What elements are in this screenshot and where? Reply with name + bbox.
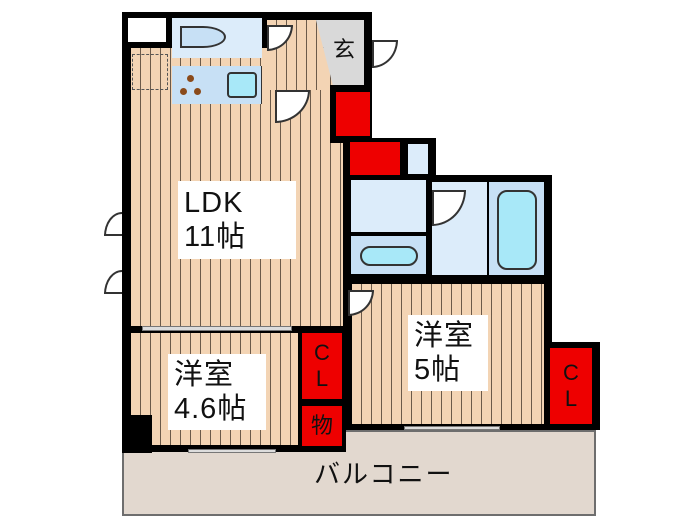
washroom-corner bbox=[408, 144, 428, 174]
entrance-label: 玄 bbox=[333, 37, 356, 62]
closet-1-line2: L bbox=[315, 366, 329, 391]
stove-burner-icon bbox=[180, 88, 187, 95]
ldk-window[interactable] bbox=[104, 270, 122, 294]
closet-1: C L bbox=[302, 333, 342, 399]
ldk-size: 11帖 bbox=[184, 221, 247, 253]
storage: 物 bbox=[302, 406, 342, 446]
bathtub-icon bbox=[497, 190, 537, 270]
balcony-sliding-window[interactable] bbox=[404, 426, 500, 430]
washroom bbox=[351, 180, 426, 232]
closet-2-line1: C bbox=[563, 360, 579, 385]
stove-burner-icon bbox=[194, 88, 201, 95]
storage-label: 物 bbox=[310, 413, 333, 438]
toilet-icon bbox=[180, 26, 226, 48]
closet-2: C L bbox=[550, 348, 592, 424]
ldk-window[interactable] bbox=[104, 212, 122, 236]
entrance-door[interactable] bbox=[372, 40, 398, 68]
room2-label: 洋室 5帖 bbox=[408, 315, 488, 391]
pillar bbox=[122, 415, 152, 453]
closet-1-line1: C bbox=[314, 340, 330, 365]
ldk-name: LDK bbox=[184, 187, 244, 219]
balcony-label: バルコニー bbox=[314, 459, 454, 489]
refrigerator-space bbox=[132, 54, 168, 90]
room1-name: 洋室 bbox=[174, 359, 235, 391]
closet-2-line2: L bbox=[564, 386, 578, 411]
balcony-sliding-window[interactable] bbox=[188, 449, 276, 453]
washbasin-icon bbox=[360, 246, 418, 266]
pipe-space bbox=[128, 18, 166, 42]
room2-size: 5帖 bbox=[414, 354, 462, 386]
linen-storage bbox=[350, 142, 400, 175]
room2-name: 洋室 bbox=[414, 320, 475, 352]
hallway-floor bbox=[267, 20, 323, 90]
stove-burner-icon bbox=[187, 75, 194, 82]
sliding-door[interactable] bbox=[142, 326, 292, 331]
ldk-label: LDK 11帖 bbox=[178, 181, 296, 259]
room1-size: 4.6帖 bbox=[174, 393, 248, 425]
sink-icon bbox=[227, 72, 257, 98]
room1-label: 洋室 4.6帖 bbox=[168, 354, 266, 430]
storage-shelf bbox=[336, 92, 370, 136]
